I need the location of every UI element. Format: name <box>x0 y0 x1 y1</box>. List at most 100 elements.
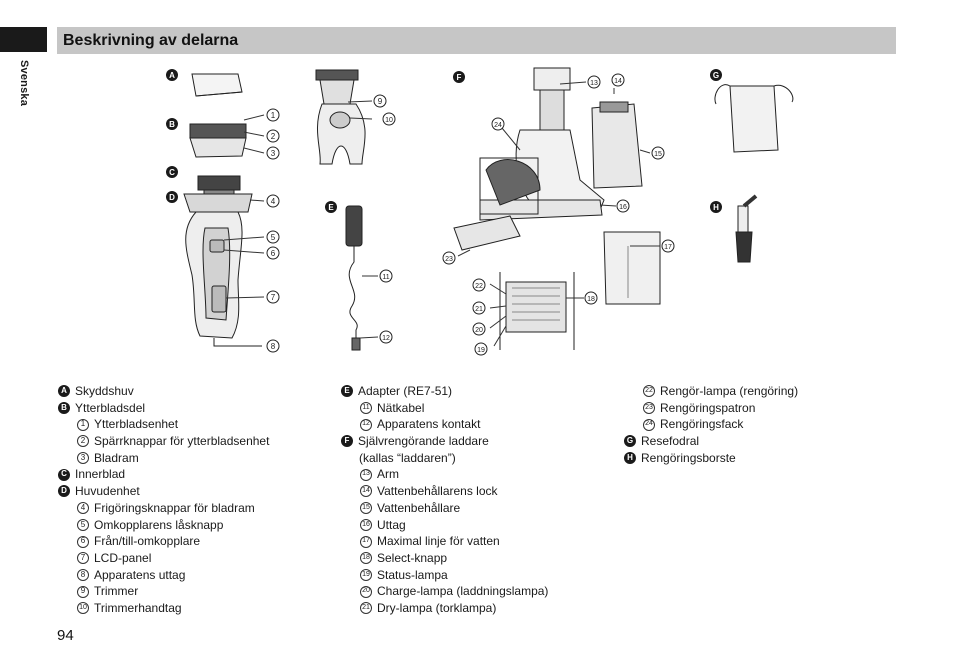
callout-20: 20 <box>472 322 486 336</box>
svg-text:14: 14 <box>614 78 622 85</box>
svg-text:8: 8 <box>271 342 276 351</box>
legend-item-label: Charge-lampa (laddningslampa) <box>377 584 549 599</box>
circled-number-icon: 10 <box>77 602 89 615</box>
circled-number-icon: 23 <box>643 402 655 415</box>
circled-number-icon: 6 <box>77 535 89 548</box>
figure-badge-b: B <box>166 118 178 130</box>
legend-item-label: Uttag <box>377 517 406 532</box>
legend-item-label: Bladram <box>94 450 139 465</box>
svg-text:11: 11 <box>382 274 389 281</box>
svg-text:2: 2 <box>271 132 276 141</box>
page-number: 94 <box>57 627 74 644</box>
circled-number-icon: 17 <box>360 535 372 548</box>
svg-text:20: 20 <box>475 327 483 334</box>
callout-13: 13 <box>587 75 601 89</box>
circled-number-icon: 4 <box>77 502 89 515</box>
language-tab: Svenska <box>18 60 30 107</box>
callout-12: 12 <box>379 330 393 344</box>
legend-item: 3 Bladram <box>58 450 269 467</box>
callout-11: 11 <box>379 269 393 283</box>
legend-item-label: Rengör-lampa (rengöring) <box>660 384 799 398</box>
legend-item-label: Maximal linje för vatten <box>377 534 500 549</box>
legend-item: 19 Status-lampa <box>341 567 548 584</box>
callout-1: 1 <box>266 108 280 122</box>
circled-number-icon: 24 <box>643 418 655 431</box>
callout-10: 10 <box>382 112 396 126</box>
svg-text:23: 23 <box>445 256 453 263</box>
letter-badge-icon: E <box>341 385 353 398</box>
callout-16: 16 <box>616 199 630 213</box>
legend-item-label: Dry-lampa (torklampa) <box>377 600 497 615</box>
circled-number-icon: 19 <box>360 568 372 581</box>
callout-19: 19 <box>474 342 488 356</box>
legend-item-label: Resefodral <box>641 434 700 449</box>
figure-badge-c: C <box>166 166 178 178</box>
svg-text:5: 5 <box>271 233 276 242</box>
circled-number-icon: 2 <box>77 435 89 448</box>
svg-text:21: 21 <box>475 306 483 313</box>
svg-text:G: G <box>713 71 719 80</box>
callout-3: 3 <box>266 146 280 160</box>
letter-badge-icon: G <box>624 435 636 448</box>
svg-text:22: 22 <box>475 283 483 290</box>
figure-badge-d: D <box>166 191 178 203</box>
circled-number-icon: 11 <box>360 402 372 415</box>
legend-item: 4 Frigöringsknappar för bladram <box>58 500 269 517</box>
legend-item-label: (kallas “laddaren”) <box>359 450 456 465</box>
callout-5: 5 <box>266 230 280 244</box>
circled-number-icon: 9 <box>77 585 89 598</box>
svg-text:18: 18 <box>587 296 595 303</box>
figure-badge-f: F <box>453 71 465 83</box>
circled-number-icon: 3 <box>77 452 89 465</box>
svg-text:7: 7 <box>271 293 276 302</box>
svg-text:19: 19 <box>477 347 485 354</box>
legend-item-label: Status-lampa <box>377 567 448 582</box>
legend-item-label: Rengöringsfack <box>660 417 744 432</box>
svg-text:C: C <box>169 168 175 177</box>
legend-item-label: Trimmer <box>94 584 139 599</box>
svg-text:D: D <box>169 193 175 202</box>
main-body-drawing <box>183 193 262 347</box>
circled-number-icon: 14 <box>360 485 372 498</box>
svg-text:3: 3 <box>271 149 276 158</box>
legend-item: 12 Apparatens kontakt <box>341 416 548 433</box>
circled-number-icon: 8 <box>77 568 89 581</box>
callout-21: 21 <box>472 301 486 315</box>
letter-badge-icon: F <box>341 435 353 448</box>
protective-cap-drawing <box>191 73 243 97</box>
adapter-drawing <box>345 205 363 351</box>
legend-item-label: Vattenbehållarens lock <box>377 484 498 499</box>
legend-item-label: Självrengörande laddare <box>358 434 489 449</box>
circled-number-icon: 12 <box>360 418 372 431</box>
svg-text:B: B <box>169 120 175 129</box>
svg-text:F: F <box>457 73 462 82</box>
callout-8: 8 <box>266 339 280 353</box>
legend-item-label: Skyddshuv <box>75 384 134 398</box>
legend-item-label: Ytterbladsenhet <box>94 417 179 432</box>
legend-item-label: Ytterbladsdel <box>75 400 146 415</box>
legend-item-label: Apparatens kontakt <box>377 417 481 432</box>
page-title: Beskrivning av delarna <box>63 31 239 49</box>
circled-number-icon: 20 <box>360 585 372 598</box>
svg-text:H: H <box>713 203 719 212</box>
callout-24: 24 <box>491 117 505 131</box>
svg-text:24: 24 <box>494 122 502 129</box>
legend-item-label: Rengöringspatron <box>660 400 756 415</box>
legend-item-label: Frigöringsknappar för bladram <box>94 500 255 515</box>
